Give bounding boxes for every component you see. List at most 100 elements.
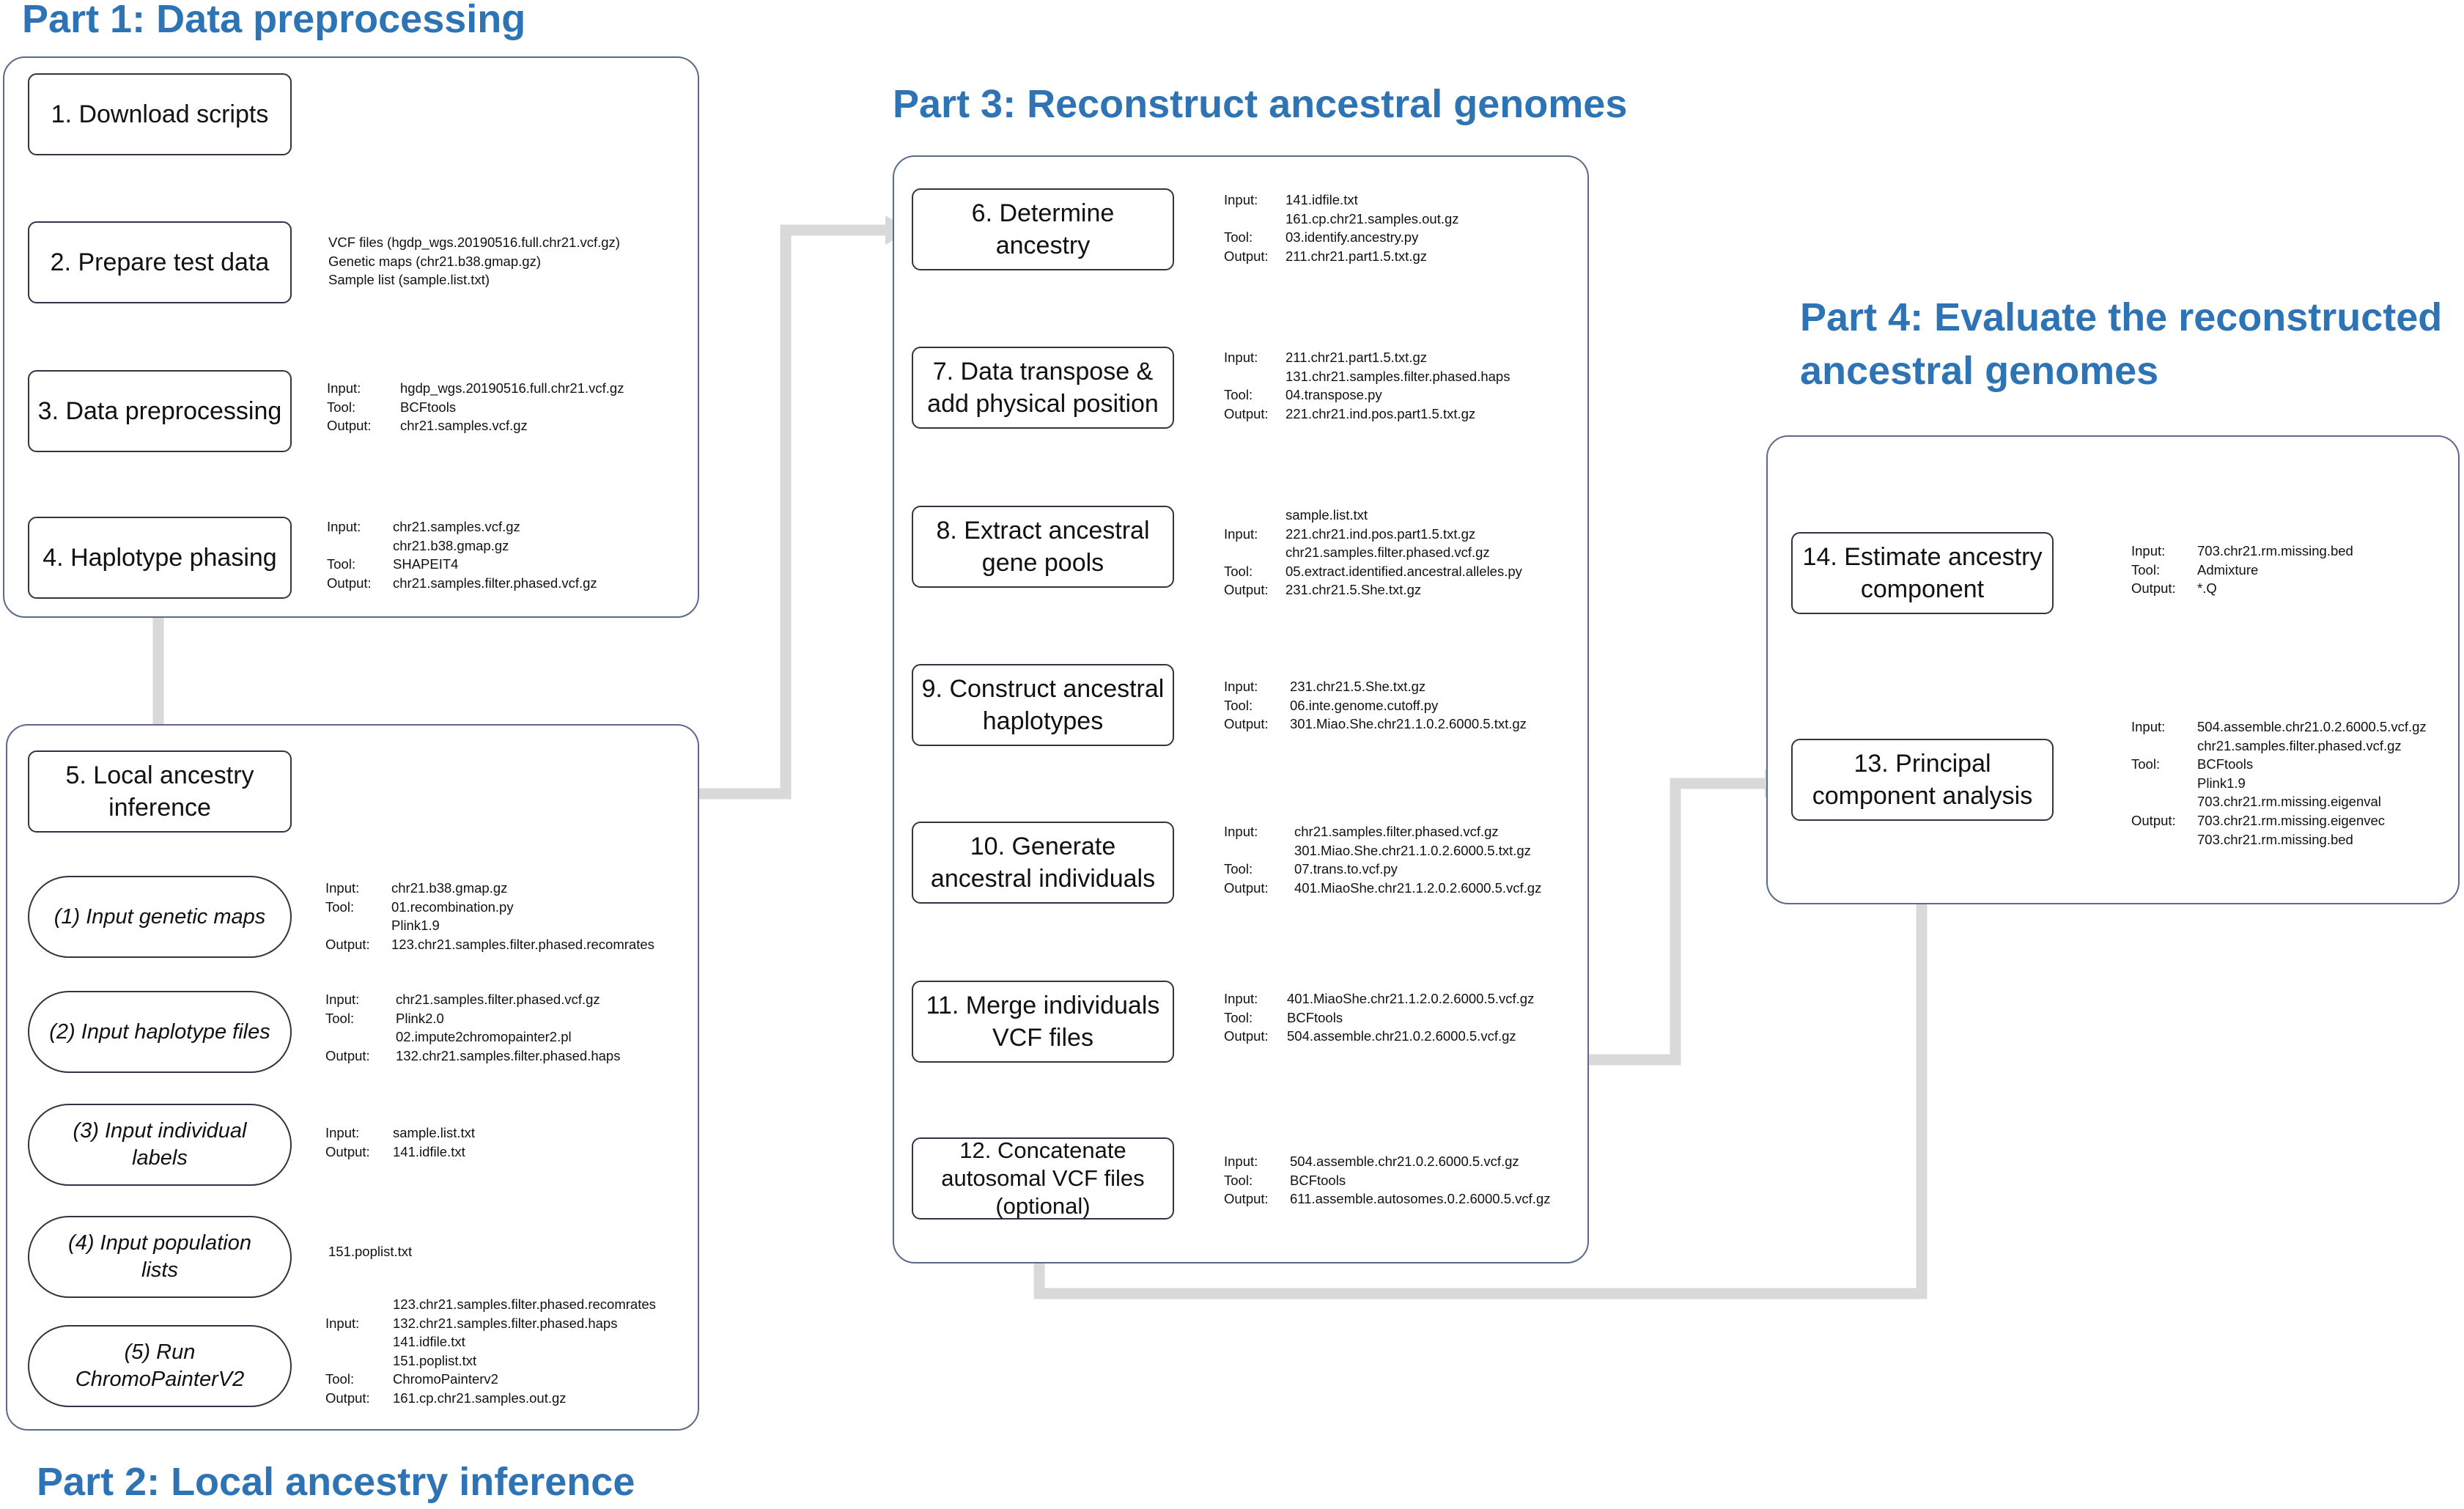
detail-value-input: 141.idfile.txt (393, 1334, 465, 1350)
details-step-2: VCF files (hgdp_wgs.20190516.full.chr21.… (328, 233, 620, 289)
detail-label-output: Output: (327, 418, 372, 434)
detail-value-input: chr21.samples.filter.phased.vcf.gz (396, 992, 600, 1007)
detail-label-tool: Tool: (1224, 229, 1253, 246)
detail-value-output: 132.chr21.samples.filter.phased.haps (396, 1047, 621, 1063)
detail-value-input: 211.chr21.part1.5.txt.gz (1286, 350, 1427, 365)
step-14-estimate-ancestry: 14. Estimate ancestry component (1791, 532, 2054, 614)
detail-value: Genetic maps (chr21.b38.gmap.gz) (328, 253, 541, 269)
detail-value-input: 123.chr21.samples.filter.phased.recomrat… (393, 1296, 656, 1312)
detail-value-output: 703.chr21.rm.missing.eigenval (2197, 794, 2381, 810)
detail-value-output: 231.chr21.5.She.txt.gz (1286, 582, 1422, 598)
detail-label-output: Output: (1224, 1028, 1269, 1044)
detail-label-input: Input: (1224, 192, 1258, 207)
detail-value-tool: 05.extract.identified.ancestral.alleles.… (1286, 563, 1522, 579)
detail-value-tool: 03.identify.ancestry.py (1286, 229, 1419, 246)
part4-panel (1766, 435, 2460, 904)
detail-value: 151.poplist.txt (328, 1244, 413, 1259)
detail-value: VCF files (hgdp_wgs.20190516.full.chr21.… (328, 235, 620, 250)
detail-value-output: 703.chr21.rm.missing.eigenvec (2197, 812, 2386, 828)
detail-value-tool: Admixture (2197, 561, 2259, 578)
detail-value-input: 131.chr21.samples.filter.phased.haps (1286, 368, 1511, 384)
detail-value-input: chr21.samples.vcf.gz (393, 519, 520, 534)
detail-label-output: Output: (1224, 879, 1269, 896)
step-10-generate-individuals: 10. Generate ancestral individuals (912, 822, 1174, 904)
detail-value-input: 231.chr21.5.She.txt.gz (1290, 679, 1426, 694)
detail-label-tool: Tool: (325, 1010, 355, 1026)
part2-title: Part 2: Local ancestry inference (37, 1460, 635, 1504)
detail-value-input: 703.chr21.rm.missing.bed (2197, 543, 2353, 558)
detail-label-tool: Tool: (1224, 387, 1253, 403)
detail-value-tool: 06.inte.genome.cutoff.py (1290, 697, 1439, 713)
substep-5-run-chromopainter: (5) Run ChromoPainterV2 (28, 1325, 292, 1407)
detail-label-input: Input: (2131, 719, 2166, 734)
detail-label-output: Output: (1224, 716, 1269, 732)
arrow-12-to-13 (1033, 856, 1928, 1299)
detail-value-output: 504.assemble.chr21.0.2.6000.5.vcf.gz (1287, 1028, 1516, 1044)
part4-title: Part 4: Evaluate the reconstructed ances… (1800, 291, 2445, 398)
detail-label-output: Output: (1224, 1191, 1269, 1207)
detail-label-input: Input: (1224, 824, 1258, 839)
detail-value-output: 703.chr21.rm.missing.bed (2197, 831, 2353, 847)
detail-value-output: chr21.samples.vcf.gz (400, 418, 528, 434)
detail-label-output: Output: (327, 575, 372, 591)
detail-label-tool: Tool: (2131, 561, 2161, 578)
detail-value-tool: 07.trans.to.vcf.py (1294, 861, 1398, 877)
detail-value-input: 504.assemble.chr21.0.2.6000.5.vcf.gz (1290, 1154, 1519, 1169)
part1-title: Part 1: Data preprocessing (22, 0, 526, 41)
step-2-prepare-test-data: 2. Prepare test data (28, 221, 292, 303)
detail-label-tool: Tool: (2131, 756, 2161, 772)
detail-label-input: Input: (1224, 525, 1258, 542)
detail-label-input: Input: (325, 1315, 360, 1331)
detail-value-tool: 01.recombination.py (391, 899, 514, 915)
detail-value-input: sample.list.txt (393, 1125, 476, 1140)
detail-value-input: 132.chr21.samples.filter.phased.haps (393, 1315, 618, 1331)
detail-label-input: Input: (2131, 543, 2166, 558)
detail-label-output: Output: (1224, 405, 1269, 421)
details-substep-4: 151.poplist.txt (328, 1242, 412, 1261)
step-5-local-ancestry-inference: 5. Local ancestry inference (28, 750, 292, 833)
detail-label-tool: Tool: (327, 556, 356, 572)
substep-4-input-population-lists: (4) Input population lists (28, 1216, 292, 1298)
detail-value-output: chr21.samples.filter.phased.vcf.gz (393, 575, 597, 591)
detail-line: VCF files (hgdp_wgs.20190516.full.chr21.… (328, 233, 620, 252)
detail-label-tool: Tool: (327, 399, 356, 415)
detail-label-output: Output: (2131, 812, 2176, 828)
detail-line: Genetic maps (chr21.b38.gmap.gz) (328, 252, 620, 271)
detail-label-output: Output: (325, 1143, 370, 1159)
part4-title-text: Part 4: Evaluate the reconstructed ances… (1800, 295, 2443, 393)
detail-label-input: Input: (325, 992, 360, 1007)
detail-label-tool: Tool: (1224, 1172, 1253, 1188)
detail-label-input: Input: (1224, 991, 1258, 1006)
detail-label-output: Output: (2131, 580, 2176, 597)
detail-value-input: 401.MiaoShe.chr21.1.2.0.2.6000.5.vcf.gz (1287, 991, 1535, 1006)
detail-label-output: Output: (1224, 248, 1269, 264)
detail-value-input: chr21.samples.filter.phased.vcf.gz (2197, 737, 2402, 753)
step-4-haplotype-phasing: 4. Haplotype phasing (28, 517, 292, 599)
detail-value-input: 161.cp.chr21.samples.out.gz (1286, 210, 1459, 226)
detail-value-output: 611.assemble.autosomes.0.2.6000.5.vcf.gz (1290, 1191, 1551, 1207)
detail-value: Sample list (sample.list.txt) (328, 272, 490, 288)
detail-value-output: 211.chr21.part1.5.txt.gz (1286, 248, 1427, 264)
substep-3-input-individual-labels: (3) Input individual labels (28, 1104, 292, 1186)
step-6-determine-ancestry: 6. Determine ancestry (912, 188, 1174, 270)
detail-label-input: Input: (1224, 679, 1258, 694)
detail-value-output: 123.chr21.samples.filter.phased.recomrat… (391, 936, 654, 952)
detail-label-tool: Tool: (1224, 563, 1253, 579)
detail-label-input: Input: (327, 380, 361, 396)
step-7-data-transpose: 7. Data transpose & add physical positio… (912, 347, 1174, 429)
detail-value-input: 151.poplist.txt (393, 1352, 477, 1368)
detail-value-output: 141.idfile.txt (393, 1143, 465, 1159)
detail-value-input: chr21.samples.filter.phased.vcf.gz (1286, 545, 1490, 561)
part2-panel (6, 724, 699, 1431)
detail-value-tool: SHAPEIT4 (393, 556, 459, 572)
detail-value-input: chr21.b38.gmap.gz (393, 537, 509, 553)
detail-line: 151.poplist.txt (328, 1242, 412, 1261)
detail-value-input: chr21.samples.filter.phased.vcf.gz (1294, 824, 1499, 839)
step-13-pca: 13. Principal component analysis (1791, 739, 2054, 821)
detail-value-tool: Plink2.0 (396, 1010, 444, 1026)
detail-value-tool: BCFtools (400, 399, 457, 415)
detail-value-tool: ChromoPainterv2 (393, 1371, 498, 1387)
detail-value-input: chr21.b38.gmap.gz (391, 880, 508, 896)
part3-title: Part 3: Reconstruct ancestral genomes (893, 82, 1628, 126)
detail-value-input: 141.idfile.txt (1286, 192, 1358, 207)
